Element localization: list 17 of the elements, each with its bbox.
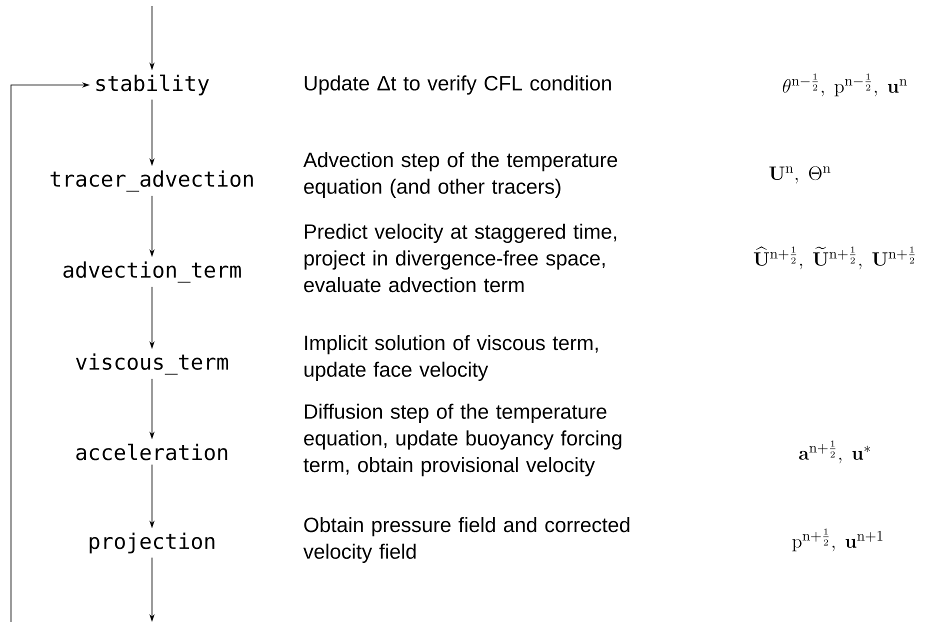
step-label: advection_term [63, 261, 241, 283]
step-label: projection [90, 532, 214, 554]
step-label: stability [96, 74, 209, 96]
formula: $\widehat{\mathbf{U}}^{\mathrm{n}+\frac{1}{2}},\ \widetilde{\mathbf{U}}^{\mathrm{n}+\frac{1}{2}},\ \mathbf{U}^{\mathrm{n}+\frac{1}{2}}$ [754, 246, 915, 270]
description-text: Obtain pressure field and corrected velocity field [303, 517, 630, 563]
description-text: Update Δt to verify CFL condition [304, 75, 611, 95]
description-text: Predict velocity at staggered time, project in divergence-free space, evaluate advection term [304, 224, 616, 292]
step-label: tracer_advection [50, 170, 253, 192]
formula: $\mathrm{p}^{\mathrm{n}+\frac{1}{2}},\ \mathbf{u}^{\mathrm{n}+1}$ [792, 528, 882, 552]
description-text: Advection step of the temperature equation (and other tracers) [303, 152, 618, 198]
step-label: acceleration [76, 444, 228, 460]
formula: $\mathbf{U}^{\mathrm{n}},\ \Theta^{\mathrm{n}}$ [769, 166, 830, 184]
formula: $\mathbf{a}^{\mathrm{n}+\frac{1}{2}},\ \mathbf{u}^{*}$ [799, 440, 870, 464]
description-text: Implicit solution of viscous term, update face velocity [304, 335, 598, 381]
description-text: Diffusion step of the temperature equation, update buoyancy forcing term, obtain provisional velocity [304, 404, 622, 476]
step-label: viscous_term [76, 353, 228, 375]
formula: $\theta^{\mathrm{n}-\frac{1}{2}},\ \mathrm{p}^{\mathrm{n}-\frac{1}{2}},\ \mathbf{u}^{\mathrm{n}}$ [782, 74, 907, 96]
